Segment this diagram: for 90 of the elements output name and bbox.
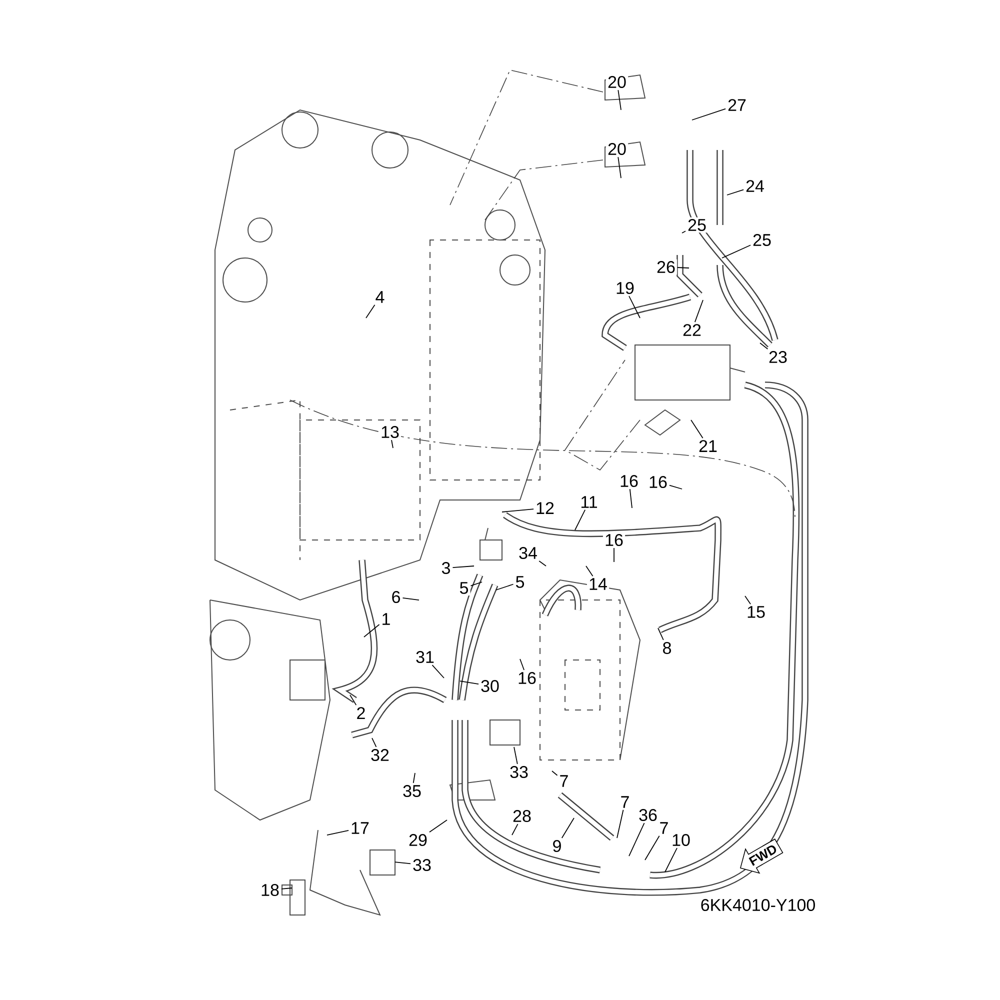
leader-line: [514, 746, 518, 764]
callout-number: 32: [368, 747, 392, 763]
callout-number: 16: [618, 473, 640, 489]
callout-number: 13: [378, 424, 402, 440]
leader-line: [326, 830, 349, 836]
callout-number: 7: [618, 794, 632, 810]
callout-number: 8: [660, 640, 674, 656]
callout-number: 29: [406, 832, 430, 848]
leader-line: [552, 770, 558, 776]
callout-number: 5: [514, 574, 526, 590]
callout-number: 9: [550, 838, 564, 854]
leader-line: [682, 230, 686, 234]
callout-number: 20: [606, 141, 628, 157]
callout-number: 1: [380, 612, 392, 626]
leader-line: [470, 582, 482, 586]
leader-line: [496, 584, 514, 590]
callout-number: 20: [606, 74, 628, 90]
callout-number: 28: [510, 808, 534, 824]
leader-line: [644, 835, 660, 860]
leader-line: [677, 267, 690, 268]
leader-line: [669, 484, 682, 490]
callout-number: 25: [686, 217, 708, 233]
callout-number: 12: [534, 500, 556, 516]
leader-line: [664, 848, 678, 872]
callout-number: 11: [578, 494, 600, 510]
leader-line: [561, 818, 574, 838]
callout-number: 6: [390, 589, 402, 605]
leader-line: [412, 772, 416, 784]
callout-number: 33: [508, 764, 530, 780]
callout-number: 35: [400, 783, 424, 799]
callout-number: 14: [586, 576, 610, 592]
callout-number: 24: [744, 178, 766, 194]
callout-number: 2: [354, 705, 368, 721]
leader-line: [574, 509, 586, 530]
leader-line: [618, 90, 622, 110]
callout-number: 18: [258, 882, 282, 898]
callout-number: 34: [516, 545, 540, 561]
leader-line: [760, 342, 768, 350]
callout-number: 23: [766, 349, 790, 365]
callout-number: 27: [726, 97, 748, 113]
callout-number: 7: [558, 774, 570, 788]
leader-line: [690, 420, 704, 439]
leader-line: [744, 596, 751, 605]
leader-line: [629, 488, 632, 508]
leader-line: [350, 694, 357, 706]
leader-line: [394, 862, 411, 864]
leader-line: [391, 440, 394, 448]
leader-line: [658, 628, 664, 640]
leader-line: [281, 888, 292, 890]
drawing-number: 6KK4010-Y100: [701, 899, 815, 912]
callout-number: 7: [658, 820, 670, 836]
callout-number: 16: [602, 532, 626, 548]
callout-number: 3: [440, 560, 452, 576]
callout-number: 19: [614, 280, 636, 296]
callout-number: 33: [410, 857, 434, 873]
leader-line: [616, 809, 624, 838]
callout-number: 21: [696, 438, 720, 454]
callout-number: 16: [516, 670, 538, 686]
callout-number: 26: [654, 259, 678, 275]
leader-line: [372, 738, 377, 748]
leader-line: [722, 244, 751, 258]
leader-line: [452, 566, 474, 568]
leader-line: [364, 624, 380, 638]
callout-number: 4: [374, 290, 386, 304]
leader-line: [520, 658, 524, 670]
callout-number: 30: [478, 678, 502, 694]
callout-number: 31: [414, 649, 436, 665]
leader-line: [502, 508, 534, 512]
leader-line: [538, 560, 546, 566]
callout-number: 15: [744, 604, 768, 620]
leader-line: [628, 296, 640, 318]
leader-line: [586, 566, 594, 577]
leader-line: [429, 820, 448, 833]
leader-line: [694, 300, 704, 323]
leader-line: [366, 304, 376, 318]
callout-number: 22: [680, 322, 704, 338]
leader-line: [432, 664, 444, 678]
leader-line: [460, 680, 479, 685]
callout-number: 36: [636, 807, 660, 823]
callout-number: 17: [348, 820, 372, 836]
callout-number: 5: [458, 580, 470, 596]
callout-number: 16: [646, 474, 670, 490]
leader-line: [726, 189, 744, 196]
callout-number: 10: [670, 832, 692, 848]
callout-number: 25: [750, 232, 774, 248]
leader-line: [512, 824, 518, 836]
leader-line: [402, 597, 420, 600]
leader-line: [628, 822, 645, 856]
leader-line: [618, 156, 622, 178]
leader-line: [692, 108, 726, 120]
